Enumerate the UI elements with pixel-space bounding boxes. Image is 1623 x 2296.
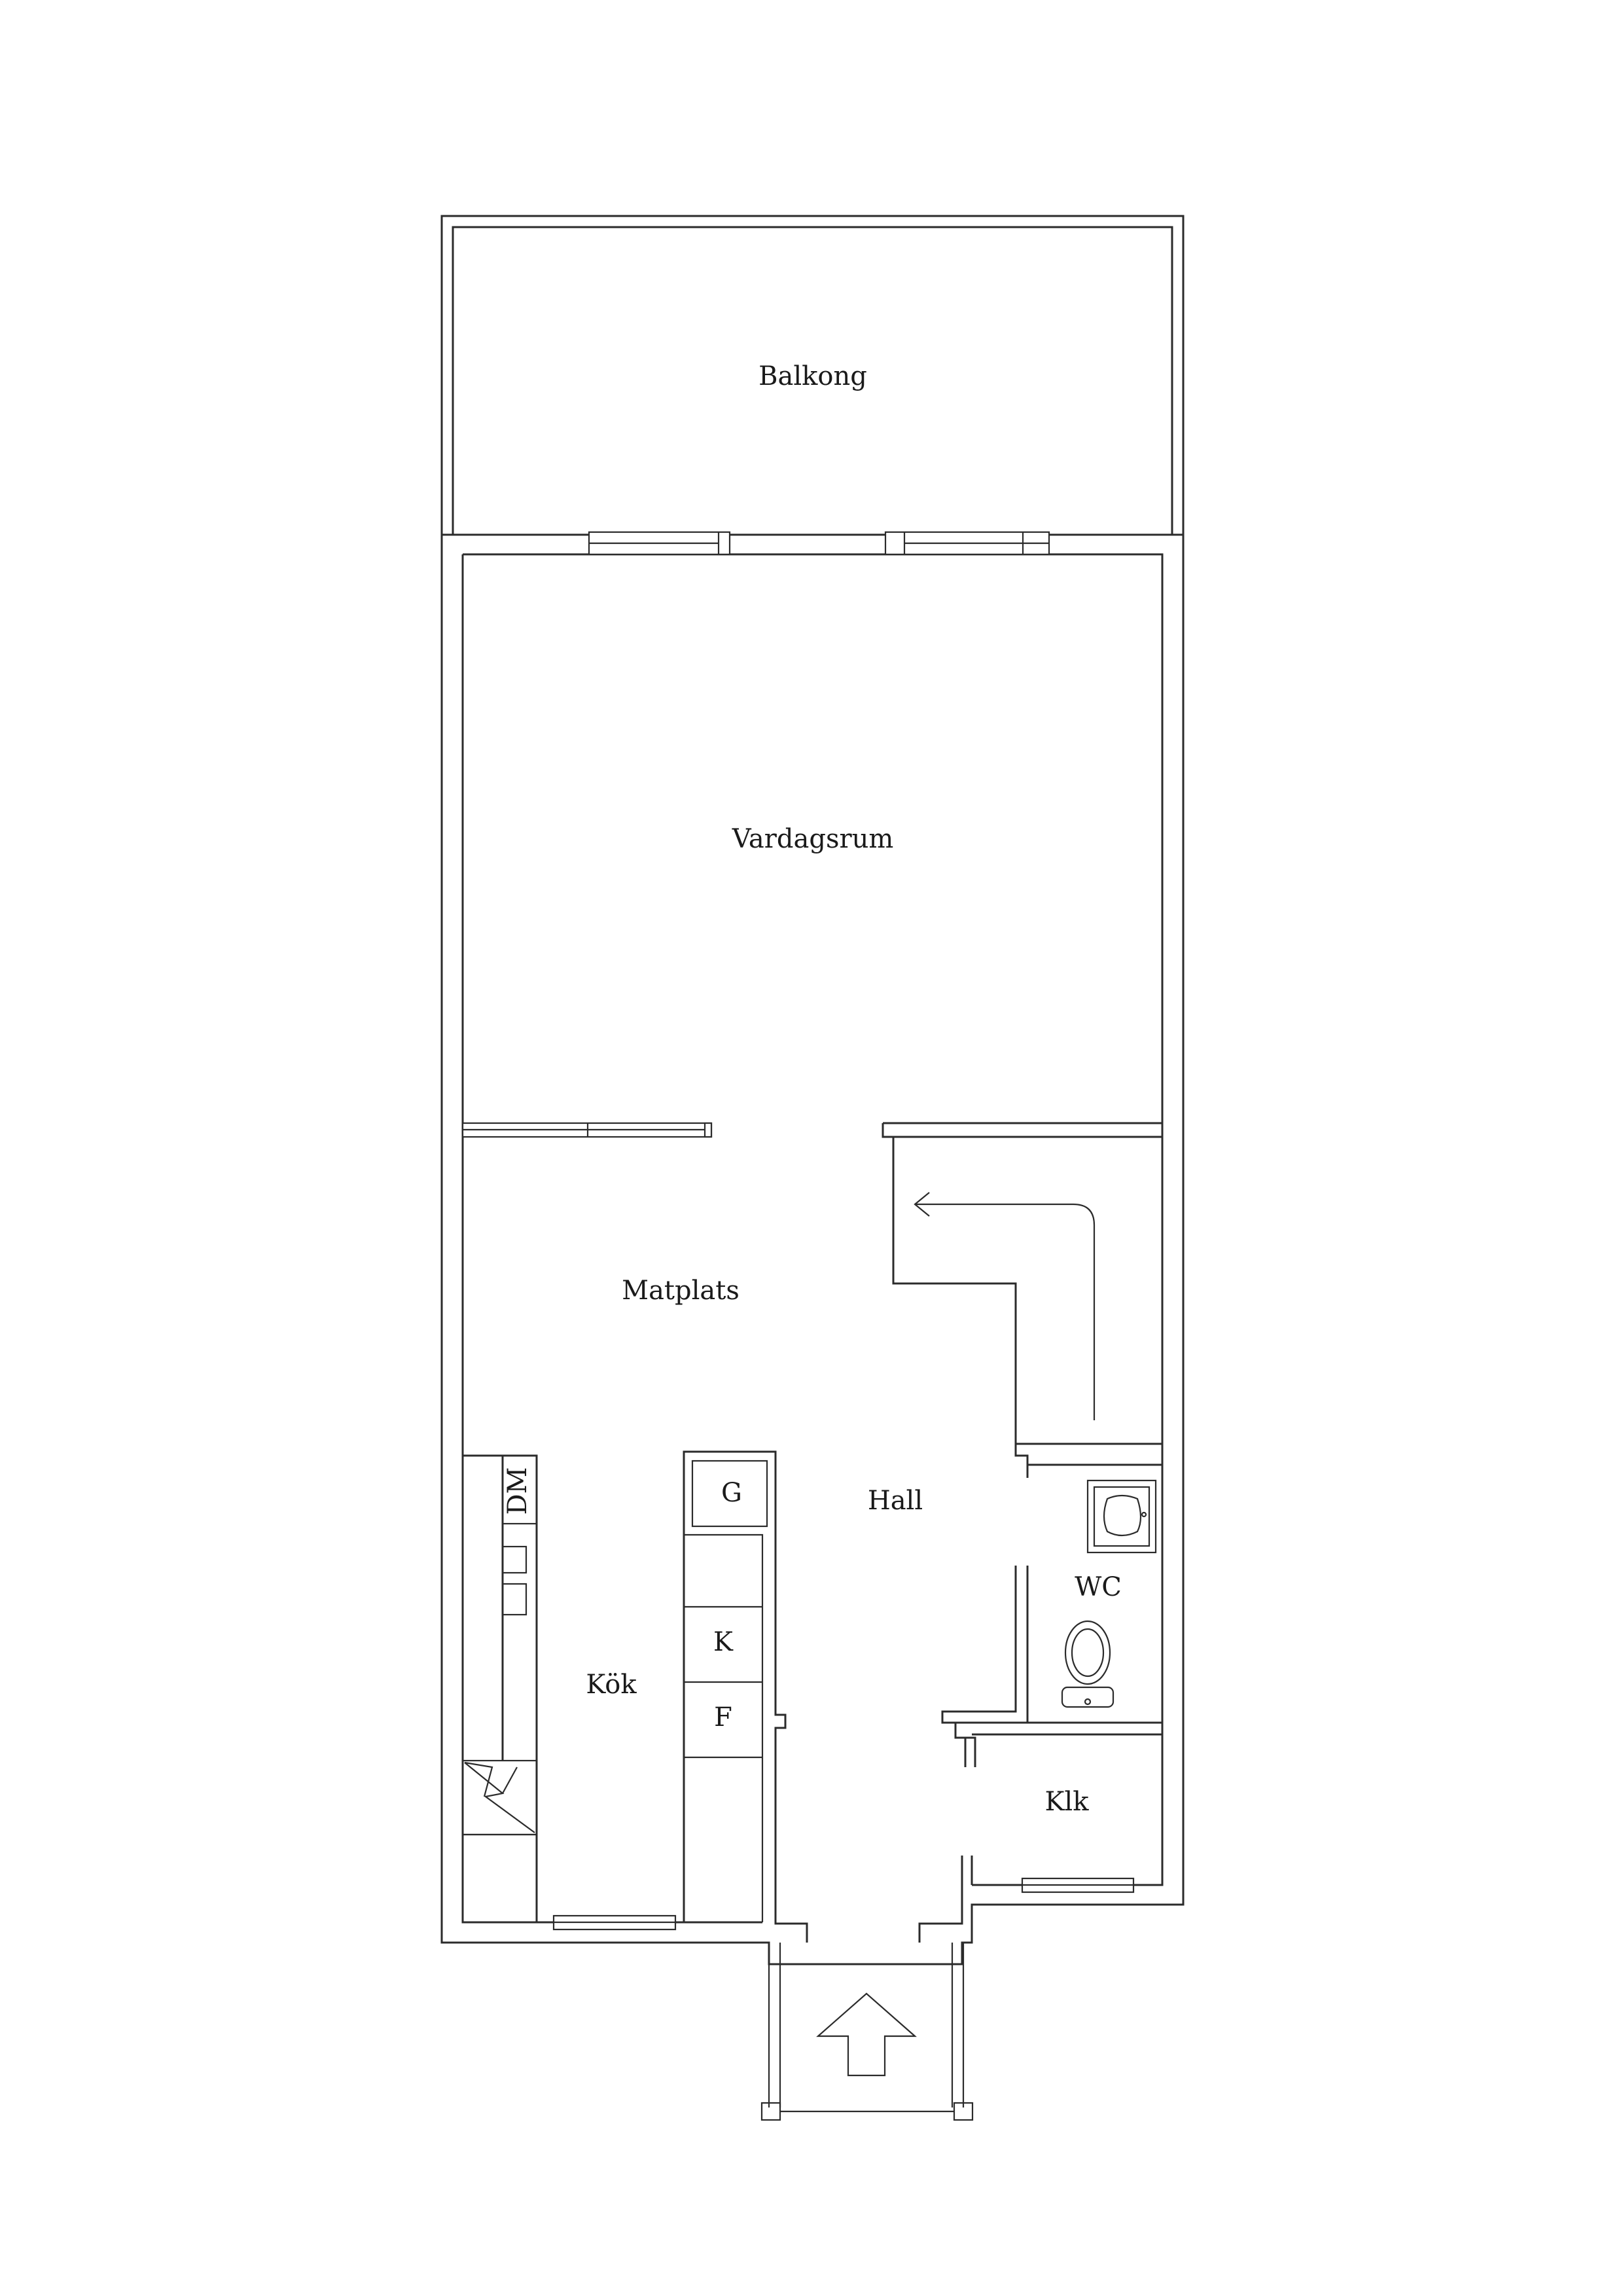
balcony-doors [588,531,1050,556]
room-label-wc: WC [1075,1572,1122,1602]
room-label-klk: Klk [1045,1787,1090,1817]
appliance-label-k: K [713,1627,734,1657]
entrance-arrow [816,1992,917,2077]
room-label-vardagsrum: Vardagsrum [732,824,894,854]
room-label-balkong: Balkong [758,361,867,391]
appliance-label-dm: DM [503,1467,533,1515]
appliance-label-g: G [721,1478,742,1508]
sink-icon [1086,1479,1157,1554]
room-label-hall: Hall [868,1486,923,1516]
toilet-icon [1061,1620,1115,1708]
appliance-label-f: F [714,1702,732,1732]
stair-direction-arrow [914,1192,930,1217]
living-room-partition [461,1122,1162,1138]
kitchen-window [552,1914,677,1931]
entrance [760,1943,974,2121]
room-label-matplats: Matplats [622,1276,740,1306]
room-label-kok: Kök [586,1670,637,1700]
stove-icon [461,1759,538,1836]
staircase [892,1137,1162,1445]
kitchen-counter-right [683,1450,787,1922]
outer-walls [440,533,1185,1965]
wc-walls [941,1444,1162,1893]
kitchen-counter-left [461,1454,538,1922]
